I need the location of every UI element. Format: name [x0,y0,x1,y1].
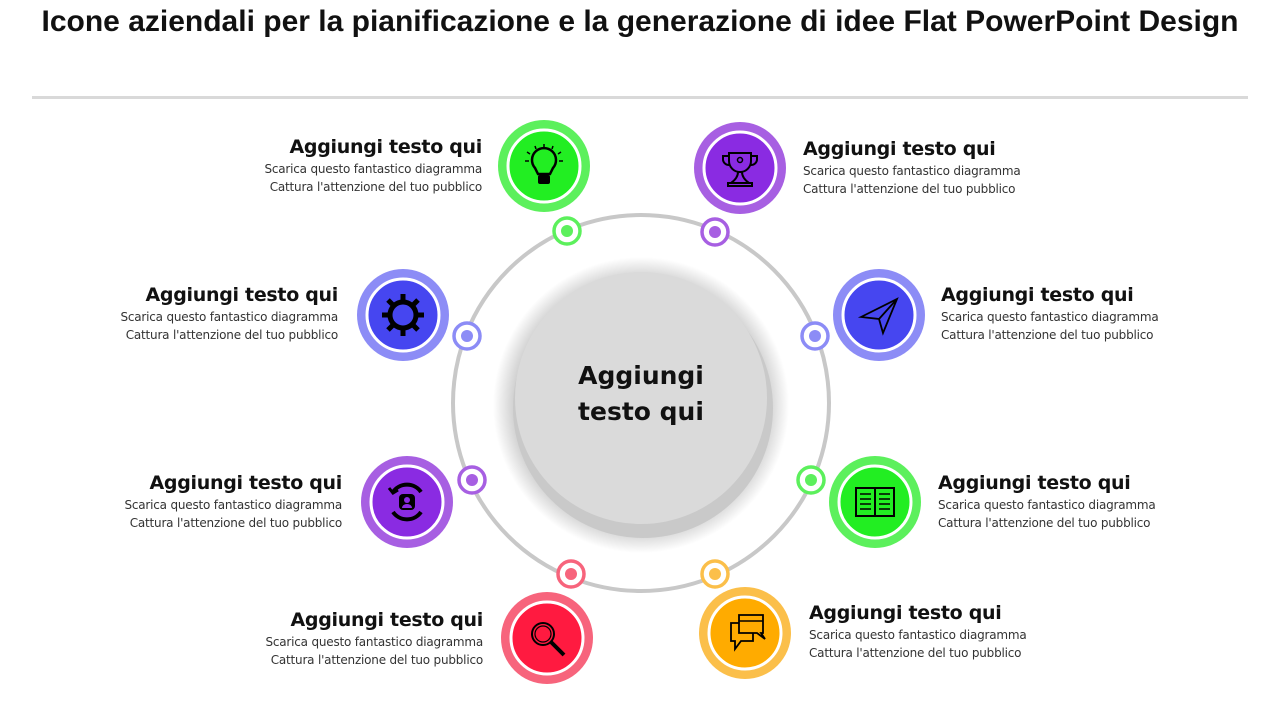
ring-connector-dot [800,321,830,351]
block-line-2: Cattura l'attenzione del tuo pubblico [803,182,1016,196]
block-line-1: Scarica questo fantastico diagramma [265,635,483,649]
ring-connector-dot [457,465,487,495]
center-label: Aggiungi testo qui [578,361,704,426]
block-title: Aggiungi testo qui [809,602,1002,624]
icon-node-4 [833,269,925,361]
outer-ring [451,213,831,593]
block-line-1: Scarica questo fantastico diagramma [120,310,338,324]
ring-connector-dot [552,216,582,246]
block-line-1: Scarica questo fantastico diagramma [803,164,1021,178]
block-line-2: Cattura l'attenzione del tuo pubblico [938,516,1151,530]
icon-node-8 [699,587,791,679]
slide-title: Icone aziendali per la pianificazione e … [41,5,1239,38]
ring-connector-dot [452,321,482,351]
block-line-1: Scarica questo fantastico diagramma [809,628,1027,642]
book-icon [855,487,895,517]
block-title: Aggiungi testo qui [149,472,343,494]
ring-connector-dot [556,559,586,589]
search-icon [531,622,566,657]
icon-node-7 [501,592,593,684]
block-title: Aggiungi testo qui [290,609,484,631]
ring-connector-dot [700,559,730,589]
ring-connector-dot [796,465,826,495]
icon-node-2 [694,122,786,214]
block-title: Aggiungi testo qui [289,136,483,158]
block-line-1: Scarica questo fantastico diagramma [124,498,342,512]
block-line-1: Scarica questo fantastico diagramma [938,498,1156,512]
icon-node-6 [829,456,921,548]
trophy-icon [722,152,758,187]
icon-node-5 [361,456,453,548]
title-divider [32,96,1248,99]
block-title: Aggiungi testo qui [938,472,1131,494]
block-title: Aggiungi testo qui [941,284,1134,306]
block-line-2: Cattura l'attenzione del tuo pubblico [809,646,1022,660]
chat-bubbles-icon [730,614,766,652]
block-line-2: Cattura l'attenzione del tuo pubblico [129,516,342,530]
block-line-2: Cattura l'attenzione del tuo pubblico [125,328,338,342]
block-line-1: Scarica questo fantastico diagramma [941,310,1159,324]
block-line-1: Scarica questo fantastico diagramma [264,162,482,176]
lightbulb-icon [525,144,563,184]
user-lock-cycle-icon [387,482,423,522]
block-title: Aggiungi testo qui [803,138,996,160]
block-title: Aggiungi testo qui [145,284,339,306]
block-line-2: Cattura l'attenzione del tuo pubblico [270,653,483,667]
block-line-2: Cattura l'attenzione del tuo pubblico [941,328,1154,342]
paper-plane-icon [857,297,899,336]
gear-icon [382,294,424,336]
icon-node-3 [357,269,449,361]
block-line-2: Cattura l'attenzione del tuo pubblico [269,180,482,194]
ring-connector-dot [700,217,730,247]
icon-node-1 [498,120,590,212]
center-disk [515,272,767,524]
